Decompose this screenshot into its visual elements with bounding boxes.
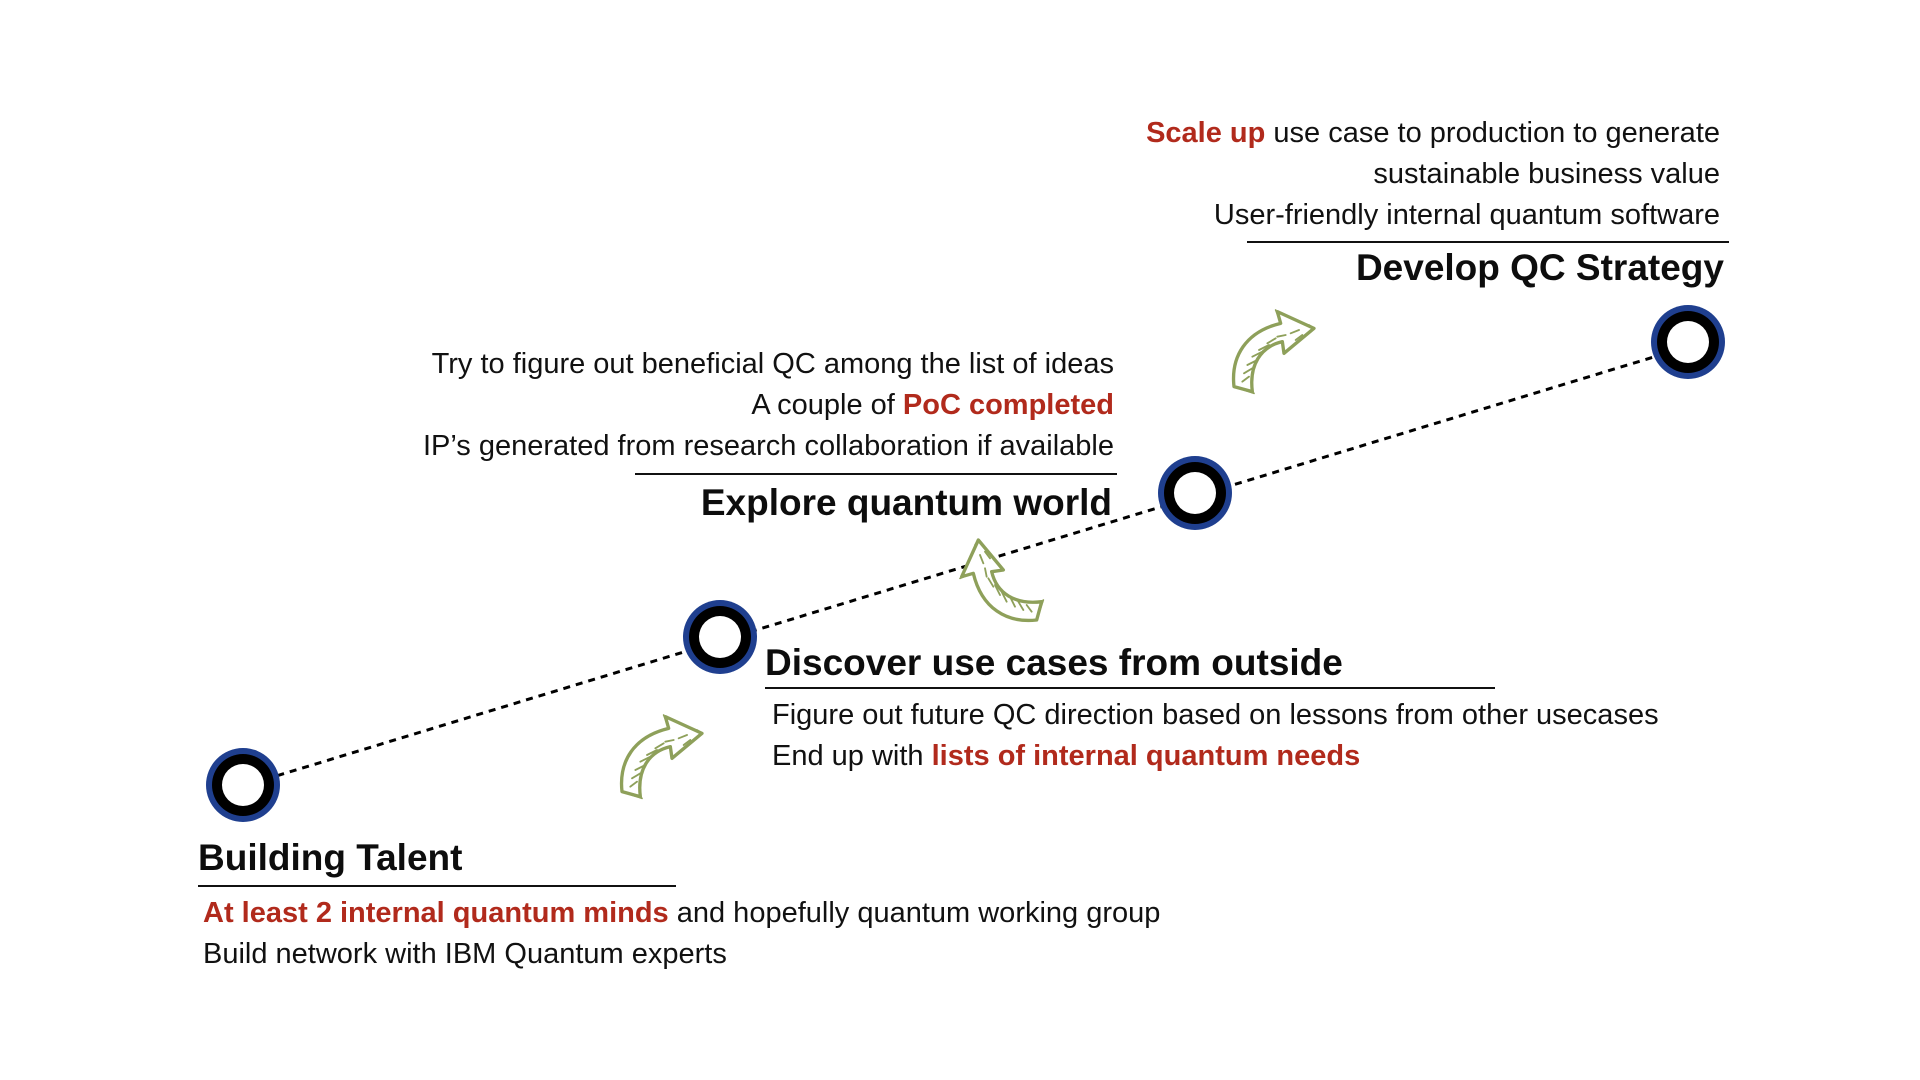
description-line: At least 2 internal quantum minds and ho… — [203, 893, 1160, 934]
description-line: Build network with IBM Quantum experts — [203, 938, 727, 970]
highlight-text: lists of internal quantum needs — [931, 740, 1361, 772]
stage-description-explore-quantum: Try to figure out beneficial QC among th… — [372, 344, 1114, 467]
stage-divider — [635, 473, 1117, 475]
description-line: IP’s generated from research collaborati… — [422, 430, 1114, 462]
line-text: and hopefully quantum working group — [668, 897, 1161, 929]
line-text: End up with — [772, 740, 932, 772]
description-line: User-friendly internal quantum software — [1213, 199, 1720, 231]
stage-title-building-talent: Building Talent — [198, 837, 463, 878]
stage-description-discover-use-cases: Figure out future QC direction based on … — [772, 695, 1659, 777]
description-line: Figure out future QC direction based on … — [772, 699, 1659, 731]
stage-description-develop-strategy: Scale up use case to production to gener… — [1080, 113, 1720, 236]
progress-path-line — [239, 347, 1681, 789]
curved-arrow-icon — [619, 713, 704, 801]
description-line: Try to figure out beneficial QC among th… — [431, 348, 1114, 380]
description-line: A couple of PoC completed — [372, 385, 1114, 426]
milestone-node-2 — [683, 600, 757, 674]
description-line: Scale up use case to production to gener… — [1080, 113, 1720, 154]
stage-divider — [1247, 241, 1729, 243]
stage-title-develop-strategy: Develop QC Strategy — [1355, 247, 1724, 288]
stage-description-building-talent: At least 2 internal quantum minds and ho… — [203, 893, 1160, 975]
stage-title-discover-use-cases: Discover use cases from outside — [765, 642, 1343, 683]
highlight-text: PoC completed — [902, 389, 1114, 421]
highlight-text: At least 2 internal quantum minds — [203, 897, 669, 929]
line-text: use case to production to generate — [1265, 117, 1720, 149]
stage-divider — [198, 885, 676, 887]
stage-title-explore-quantum: Explore quantum world — [700, 482, 1112, 523]
highlight-text: Scale up — [1146, 117, 1266, 149]
milestone-node-3 — [1158, 456, 1232, 530]
line-text: A couple of — [751, 389, 903, 421]
stage-divider — [765, 687, 1495, 689]
description-line: End up with lists of internal quantum ne… — [772, 736, 1659, 777]
milestone-node-1 — [206, 748, 280, 822]
description-line: sustainable business value — [1373, 158, 1720, 190]
milestone-node-4 — [1651, 305, 1725, 379]
curved-arrow-icon — [958, 538, 1046, 623]
curved-arrow-icon — [1231, 308, 1316, 396]
